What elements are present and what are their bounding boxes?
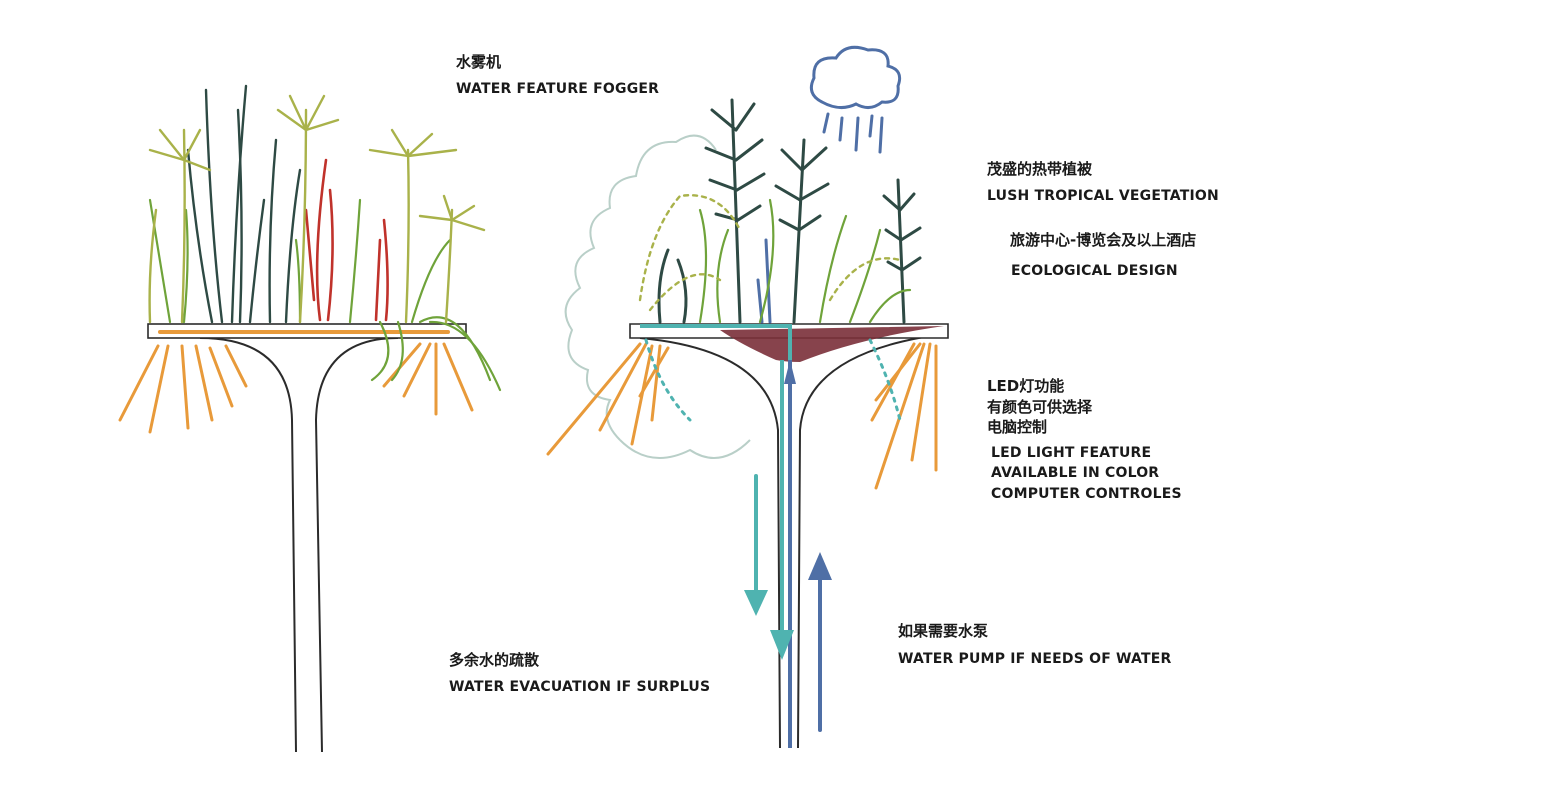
evac-label-en: WATER EVACUATION IF SURPLUS xyxy=(449,679,711,695)
pump-pipe xyxy=(784,360,832,748)
down-arrow-icon xyxy=(770,630,794,660)
led-label-en-1: LED LIGHT FEATURE xyxy=(991,445,1152,461)
right-stem-left xyxy=(639,337,781,749)
right-vegetation xyxy=(638,98,922,422)
evac-label-cn: 多余水的疏散 xyxy=(449,651,540,669)
teal-channel xyxy=(640,324,792,360)
led-label-en-2: AVAILABLE IN COLOR xyxy=(991,465,1160,481)
vegetation-label-cn: 茂盛的热带植被 xyxy=(987,160,1093,178)
right-light-rays xyxy=(546,342,938,490)
fogger-label-cn: 水雾机 xyxy=(456,53,502,71)
led-label-cn-2: 有颜色可供选择 xyxy=(987,398,1093,416)
led-label-cn-3: 电脑控制 xyxy=(987,418,1048,436)
eco-label-en: ECOLOGICAL DESIGN xyxy=(1011,263,1178,279)
left-vegetation xyxy=(148,84,502,392)
mist-cloud xyxy=(564,134,751,459)
down-arrow-icon xyxy=(744,590,768,616)
right-stem-right xyxy=(797,333,945,749)
pump-label-en: WATER PUMP IF NEEDS OF WATER xyxy=(898,651,1172,667)
left-stem-right xyxy=(314,337,399,753)
left-light-rays xyxy=(118,342,474,434)
soil-basin xyxy=(720,326,944,362)
evacuation-pipe xyxy=(744,360,794,660)
led-label-cn-1: LED灯功能 xyxy=(987,377,1065,395)
led-label-en-3: COMPUTER CONTROLES xyxy=(991,486,1182,502)
up-arrow-icon xyxy=(808,552,832,580)
up-arrow-icon xyxy=(784,360,796,384)
fogger-label-en: WATER FEATURE FOGGER xyxy=(456,81,660,97)
vegetation-label-en: LUSH TROPICAL VEGETATION xyxy=(987,188,1219,204)
pump-label-cn: 如果需要水泵 xyxy=(898,622,989,640)
eco-label-cn: 旅游中心-博览会及以上酒店 xyxy=(1010,231,1197,249)
left-stem xyxy=(199,337,297,753)
left-planter xyxy=(118,84,502,753)
rain-cloud-icon xyxy=(809,45,902,154)
right-planter xyxy=(546,45,949,749)
